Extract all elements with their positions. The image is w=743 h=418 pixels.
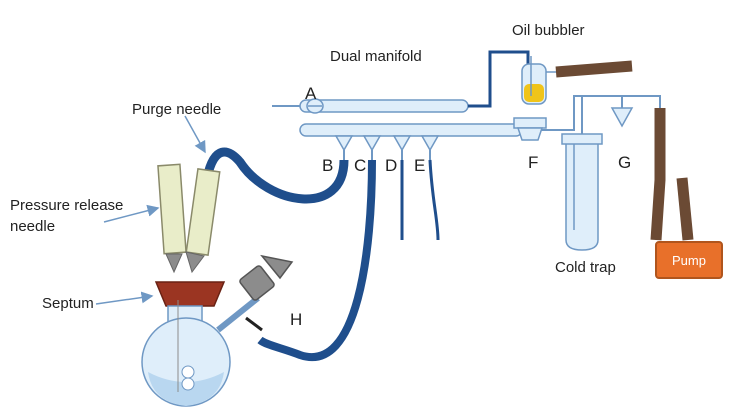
label-valve-e: E (414, 156, 426, 175)
stopcock-g[interactable] (610, 96, 634, 128)
dual-manifold (272, 99, 560, 137)
septum (154, 281, 226, 307)
vacuum-pump[interactable]: Pump (655, 241, 723, 279)
label-pressure-release-1: Pressure release (10, 197, 124, 214)
label-valve-d: D (385, 156, 398, 175)
label-valve-g: G (618, 153, 632, 172)
label-valve-a: A (305, 84, 317, 103)
round-bottom-flask (141, 300, 231, 407)
label-purge-needle: Purge needle (132, 101, 222, 118)
bubbler-tubing (468, 50, 530, 108)
cold-trap (560, 95, 661, 251)
purge-needle (185, 168, 221, 274)
oil-bubbler (521, 56, 633, 105)
label-valve-b: B (322, 156, 334, 175)
label-pressure-release-2: needle (10, 218, 56, 235)
label-valve-f: F (528, 153, 539, 172)
label-dual-manifold: Dual manifold (330, 48, 422, 65)
purge-needle-arrow (184, 115, 206, 154)
pump-label: Pump (672, 252, 706, 268)
manifold-upper-tube (299, 99, 469, 113)
label-valve-h: H (290, 310, 303, 329)
tubing-e (428, 159, 440, 241)
pressure-release-arrow (103, 204, 160, 223)
stopcock-f[interactable] (513, 117, 547, 141)
purge-tubing (202, 147, 349, 204)
stopcock-d[interactable] (392, 135, 412, 160)
valve-a[interactable] (306, 98, 324, 114)
label-septum: Septum (42, 295, 94, 312)
label-cold-trap: Cold trap (555, 259, 616, 276)
label-valve-c: C (354, 156, 367, 175)
flask-tubing (257, 159, 376, 362)
label-oil-bubbler: Oil bubbler (512, 22, 585, 39)
pressure-release-needle (157, 163, 187, 274)
pump-hose (650, 108, 666, 241)
manifold-lower-tube (299, 123, 523, 137)
stopcock-c[interactable] (362, 135, 382, 160)
stopcock-e[interactable] (420, 135, 440, 160)
sidearm-stopcock-h[interactable] (216, 254, 294, 333)
stopcock-b[interactable] (334, 135, 354, 160)
bubbler-exhaust-hose (555, 60, 633, 78)
septum-arrow (95, 291, 154, 305)
